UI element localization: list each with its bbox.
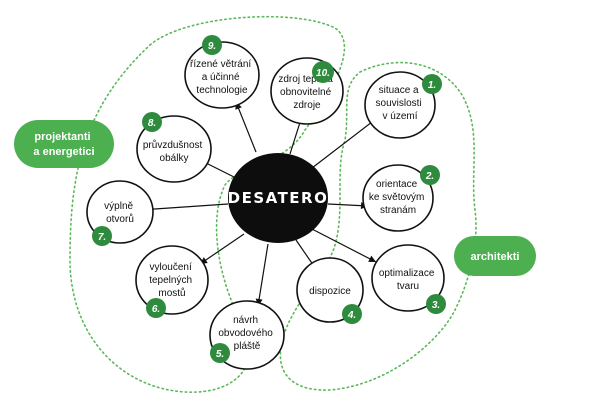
badge-circle [142, 112, 162, 132]
node-line: technologie [196, 85, 248, 96]
group-designers: projektanti a energetici [14, 120, 114, 168]
node-optimalizace: optimalizace tvaru [371, 244, 445, 312]
center-blob [228, 153, 328, 243]
node-text: zdroj tepla a obnovitelné zdroje [278, 74, 335, 111]
node-text: orientace ke světovým stranám [369, 179, 427, 216]
badge-label: 10. [316, 68, 330, 79]
node-line: pláště [234, 341, 261, 352]
badge-label: 8. [148, 118, 156, 129]
arrow-3 [309, 227, 377, 263]
arrowhead-3 [368, 255, 376, 262]
group-line: a energetici [33, 146, 94, 158]
badge-circle [342, 304, 362, 324]
node-line: obálky [160, 153, 189, 164]
node-orientace: orientace ke světovým stranám [362, 164, 434, 232]
node-line: zdroje [293, 100, 321, 111]
badge-label: 3. [432, 300, 440, 311]
badge-label: 6. [152, 304, 160, 315]
node-situace: situace a souvislosti v území [364, 71, 436, 139]
node-line: výplně [104, 201, 133, 212]
node-line: otvorů [106, 213, 134, 225]
node-text: dispozice [309, 286, 351, 297]
badge-4: 4. [342, 304, 362, 324]
node-circle [184, 41, 260, 109]
node-line: řízené větrání [190, 59, 251, 70]
badge-circle [312, 61, 334, 83]
badge-5: 5. [210, 343, 230, 363]
center-node: DESATERO [228, 153, 329, 243]
node-line: stranám [380, 205, 416, 216]
node-line: orientace [376, 179, 418, 190]
badge-2: 2. [420, 165, 440, 185]
node-circle [362, 164, 434, 232]
group-text: architekti [471, 251, 520, 263]
badge-1: 1. [422, 74, 442, 94]
badge-label: 5. [216, 349, 224, 360]
node-line: zdroj tepla a [278, 74, 333, 85]
node-line: návrh [233, 315, 258, 326]
node-line: obvodového [218, 328, 273, 339]
node-line: tvaru [397, 281, 419, 292]
node-line: tepelných [149, 275, 192, 286]
group-pill [14, 120, 114, 168]
arrow-9 [235, 101, 257, 153]
badge-10: 10. [312, 61, 334, 83]
node-line: průvzdušnost [143, 139, 203, 151]
node-text: výplně otvorů [104, 201, 136, 225]
badge-circle [420, 165, 440, 185]
node-line: a účinné [202, 72, 240, 83]
group-architects: architekti [454, 236, 536, 276]
badge-7: 7. [92, 226, 112, 246]
group-pill [454, 236, 536, 276]
node-line: souvislosti [376, 98, 422, 109]
node-line: v území [382, 111, 417, 122]
node-text: průvzdušnost obálky [143, 139, 205, 164]
node-vetrani: řízené větrání a účinné technologie [184, 41, 260, 109]
badge-label: 7. [98, 232, 106, 243]
node-line: optimalizace [379, 268, 435, 279]
node-line: vyloučení [149, 262, 191, 273]
badge-9: 9. [202, 35, 222, 55]
badge-circle [202, 35, 222, 55]
node-line: obnovitelné [280, 87, 332, 98]
badge-label: 4. [347, 310, 356, 321]
arrow-7 [139, 203, 229, 211]
node-line: ke světovým [369, 192, 425, 203]
node-text: vyloučení tepelných mostů [149, 262, 195, 299]
node-circle [136, 115, 212, 183]
node-line: mostů [158, 287, 185, 299]
node-line: dispozice [309, 286, 351, 297]
group-text: projektanti a energetici [33, 131, 94, 158]
badge-circle [426, 294, 446, 314]
badge-3: 3. [426, 294, 446, 314]
designers-group-outline [69, 15, 346, 393]
badge-circle [422, 74, 442, 94]
badge-8: 8. [142, 112, 162, 132]
node-text: situace a souvislosti v území [376, 85, 425, 122]
badge-circle [92, 226, 112, 246]
badge-6: 6. [146, 298, 166, 318]
badge-label: 2. [425, 171, 434, 182]
badge-label: 1. [428, 80, 436, 91]
center-label: DESATERO [228, 189, 329, 207]
node-text: optimalizace tvaru [379, 268, 437, 292]
node-circle [364, 71, 436, 139]
node-text: řízené větrání a účinné technologie [190, 59, 254, 96]
node-circle [135, 245, 209, 315]
node-tepelne-mosty: vyloučení tepelných mostů [135, 245, 209, 315]
node-pruvzdusnost: průvzdušnost obálky [136, 115, 212, 183]
badge-label: 9. [208, 41, 216, 52]
node-line: situace a [379, 85, 419, 96]
group-line: projektanti [34, 131, 90, 143]
arrow-5 [257, 243, 269, 307]
badge-circle [210, 343, 230, 363]
node-circle [371, 244, 445, 312]
node-text: návrh obvodového pláště [218, 315, 275, 352]
badge-circle [146, 298, 166, 318]
architects-group-outline [279, 61, 477, 391]
arrow-6 [199, 233, 245, 265]
